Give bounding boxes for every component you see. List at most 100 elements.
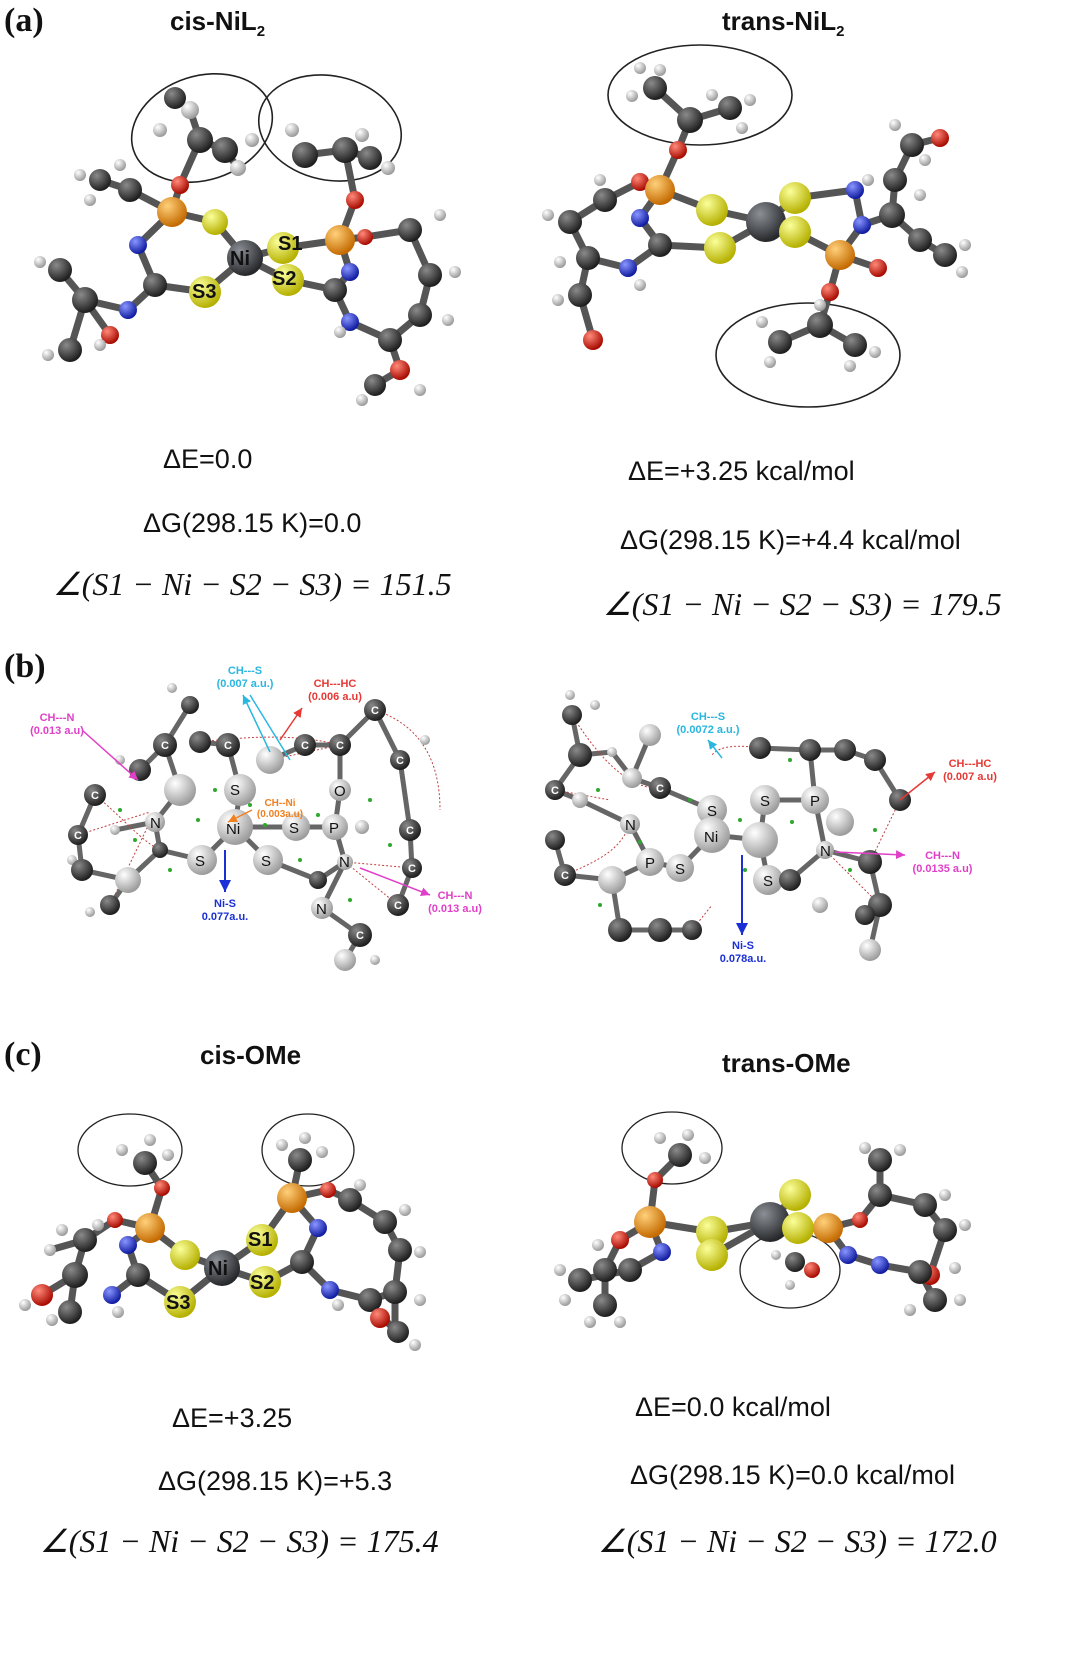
annotation-value: (0.003a.u)	[256, 809, 304, 820]
cis-nil2-s3-label: S3	[192, 281, 216, 303]
cis-ome-s2-label: S2	[250, 1272, 274, 1294]
trans-ome-title: trans-OMe	[722, 1048, 851, 1078]
cis-nil2-s1-label: S1	[278, 233, 302, 255]
qtaim-right-c-label: C	[561, 870, 569, 882]
annotation-ni-s-right: Ni-S 0.078a.u.	[708, 940, 778, 966]
qtaim-left-c-label: C	[224, 740, 232, 752]
panel-c-label: (c)	[4, 1036, 42, 1073]
arrow-ch-s	[249, 694, 291, 761]
arrow-ch-n	[834, 850, 906, 860]
cis-ome-delta-e: ΔE=+3.25	[172, 1403, 293, 1433]
annotation-name: CH---S	[227, 665, 263, 677]
panel-b-label: (b)	[4, 648, 46, 685]
cis-nil2-delta-e: ΔE=0.0	[163, 444, 253, 474]
qtaim-left-s-label: S	[289, 820, 299, 837]
cis-ome-s3-label: S3	[166, 1292, 190, 1314]
trans-ome-dihedral: ∠(S1 − Ni − S2 − S3) = 172.0	[598, 1523, 997, 1559]
qtaim-left-ni-label: Ni	[226, 821, 240, 838]
highlight-ellipse	[261, 1113, 355, 1187]
qtaim-right-n-label: N	[820, 843, 831, 860]
annotation-value: 0.078a.u.	[719, 953, 767, 965]
arrow-ch-hc	[279, 707, 303, 741]
qtaim-left-c-label: C	[406, 825, 414, 837]
qtaim-left-s-label: S	[261, 853, 271, 870]
trans-ome-delta-g: ΔG(298.15 K)=0.0 kcal/mol	[630, 1460, 955, 1490]
annotation-name: CH---N	[925, 850, 960, 862]
annotation-value: (0.013 a.u)	[30, 725, 84, 737]
highlight-ellipse	[621, 1111, 723, 1185]
arrow-ch-n	[359, 867, 431, 896]
arrow-ch-hc	[899, 771, 936, 801]
qtaim-right-p-label: P	[645, 855, 655, 872]
qtaim-right-s-label: S	[675, 861, 685, 878]
qtaim-right-s-label: S	[763, 873, 773, 890]
qtaim-left-c-label: C	[396, 755, 404, 767]
qtaim-left-n-label: N	[150, 815, 161, 832]
cis-nil2-title-text: cis-NiL	[170, 6, 257, 36]
annotation-name: CH---N	[437, 890, 473, 902]
trans-nil2-title: trans-NiL2	[722, 6, 844, 40]
annotation-name: CH---HC	[313, 678, 357, 690]
cis-ome-molecule: Ni S1 S2 S3	[19, 1113, 426, 1351]
qtaim-right-c-label: C	[656, 783, 664, 795]
cis-nil2-dihedral: ∠(S1 − Ni − S2 − S3) = 151.5	[53, 566, 452, 602]
cis-ome-ni-label: Ni	[208, 1258, 228, 1280]
qtaim-left-n-label: N	[316, 901, 327, 918]
qtaim-left-c-label: C	[91, 790, 99, 802]
cis-nil2-ni-label: Ni	[230, 248, 250, 270]
qtaim-left-n-label: N	[339, 854, 350, 871]
annotation-value: (0.0072 a.u.)	[676, 724, 740, 736]
arrow-ch-ni	[227, 809, 253, 823]
annotation-ch-s-left: CH---S (0.007 a.u.)	[210, 665, 280, 691]
annotation-name: CH---N	[39, 712, 75, 724]
qtaim-right-n-label: N	[625, 817, 636, 834]
qtaim-left-p-label: P	[329, 820, 339, 837]
highlight-ellipse	[607, 44, 793, 146]
annotation-name: Ni-S	[214, 898, 236, 910]
annotation-name: CH--Ni	[264, 798, 296, 809]
cis-ome-dihedral: ∠(S1 − Ni − S2 − S3) = 175.4	[40, 1523, 439, 1559]
cis-ome-s1-label: S1	[248, 1229, 272, 1251]
highlight-ellipse	[715, 302, 901, 408]
annotation-ch-n-right: CH---N (0.013 a.u)	[420, 890, 490, 916]
annotation-ch-s-right: CH---S (0.0072 a.u.)	[668, 711, 748, 737]
trans-nil2-title-text: trans-NiL	[722, 6, 837, 36]
annotation-value: (0.007 a.u.)	[216, 678, 274, 690]
trans-nil2-delta-g: ΔG(298.15 K)=+4.4 kcal/mol	[620, 525, 961, 555]
annotation-ch-ni: CH--Ni (0.003a.u)	[252, 798, 308, 820]
qtaim-left-s-label: S	[195, 853, 205, 870]
qtaim-left-c-label: C	[161, 740, 169, 752]
qtaim-left-c-label: C	[408, 863, 416, 875]
trans-ome-delta-e: ΔE=0.0 kcal/mol	[635, 1392, 831, 1422]
qtaim-left-c-label: C	[301, 740, 309, 752]
annotation-ch-n-left: CH---N (0.013 a.u)	[22, 712, 92, 738]
annotation-ch-hc-right: CH---HC (0.007 a.u)	[935, 758, 1005, 784]
qtaim-right-p-label: P	[810, 793, 820, 810]
arrow-ch-s	[707, 739, 723, 759]
qtaim-right-molecule: C C C Ni S S S S P P N N	[545, 690, 936, 961]
highlight-ellipse	[77, 1113, 183, 1187]
cis-ome-delta-g: ΔG(298.15 K)=+5.3	[158, 1466, 393, 1496]
qtaim-left-s-label: S	[230, 782, 240, 799]
annotation-name: CH---S	[690, 711, 726, 723]
qtaim-left-c-label: C	[356, 930, 364, 942]
qtaim-left-c-label: C	[394, 900, 402, 912]
arrow-ch-s	[242, 694, 271, 753]
qtaim-left-molecule: C C C C C C C C C C C C Ni S S S S P O N…	[67, 683, 441, 971]
trans-nil2-molecule	[542, 44, 971, 408]
annotation-ni-s-left: Ni-S 0.077a.u.	[190, 898, 260, 924]
qtaim-right-s-label: S	[760, 793, 770, 810]
trans-ome-molecule	[554, 1111, 971, 1328]
cis-nil2-s2-label: S2	[272, 268, 296, 290]
qtaim-left-c-label: C	[371, 705, 379, 717]
trans-nil2-title-sub: 2	[836, 23, 845, 41]
annotation-value: (0.0135 a.u)	[912, 863, 973, 875]
qtaim-right-ni-label: Ni	[704, 829, 718, 846]
arrow-ch-n	[81, 729, 139, 781]
cis-nil2-title-sub: 2	[256, 23, 266, 41]
cis-nil2-delta-g: ΔG(298.15 K)=0.0	[143, 508, 362, 538]
highlight-ellipse	[130, 72, 274, 184]
cis-ome-title: cis-OMe	[200, 1040, 302, 1070]
annotation-value: 0.077a.u.	[201, 911, 249, 923]
